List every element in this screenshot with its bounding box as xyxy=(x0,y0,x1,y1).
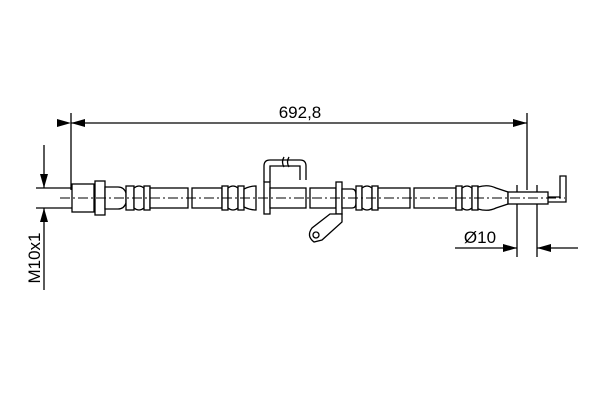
length-dimension: 692,8 xyxy=(57,103,528,190)
hose xyxy=(60,156,567,243)
length-label: 692,8 xyxy=(279,103,322,122)
thread-dimension: M10x1 xyxy=(25,145,74,290)
diameter-dimension: Ø10 xyxy=(455,185,578,257)
thread-label: M10x1 xyxy=(25,232,44,283)
diameter-label: Ø10 xyxy=(464,228,496,247)
